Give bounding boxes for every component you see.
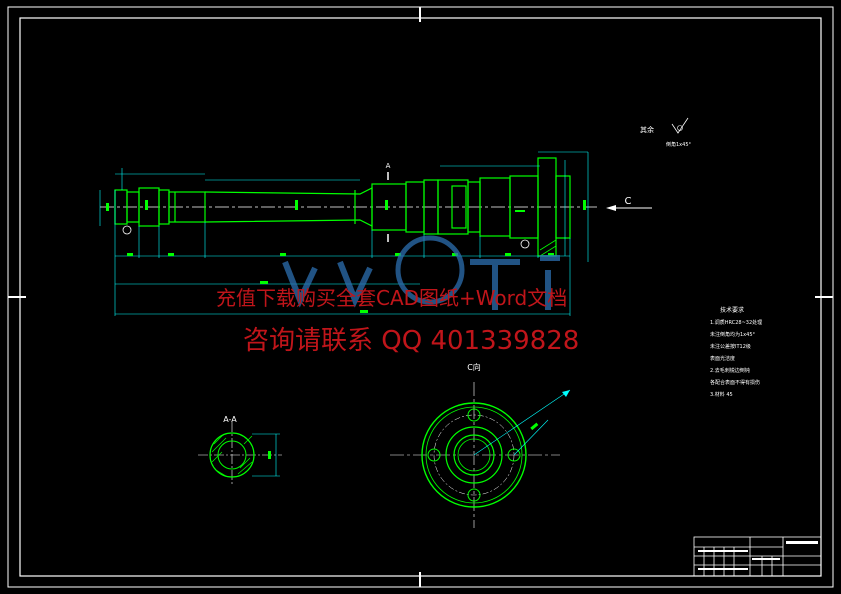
title-block	[693, 536, 822, 577]
svg-text:表面光洁度: 表面光洁度	[710, 355, 735, 362]
section-marker-top: A	[386, 162, 391, 170]
view-c: C向	[390, 362, 571, 528]
logo-watermark	[282, 235, 560, 310]
tech-requirements: 技术要求 1.调质HRC28~32处理 未注倒角均为1x45° 未注公差按IT1…	[710, 306, 762, 398]
svg-text:A-A: A-A	[223, 415, 237, 424]
drawing-frame	[7, 6, 834, 588]
svg-text:技术要求: 技术要求	[720, 306, 744, 314]
svg-text:其余: 其余	[640, 125, 654, 134]
view-c-arrow: C	[606, 196, 652, 211]
svg-text:C向: C向	[467, 362, 481, 372]
svg-text:未注公差按IT12级: 未注公差按IT12级	[710, 343, 751, 350]
watermark-line-2: 咨询请联系 QQ 401339828	[243, 326, 580, 356]
svg-text:2.去毛刺锐边倒钝: 2.去毛刺锐边倒钝	[710, 367, 750, 374]
section-a-a-view: A-A	[198, 415, 282, 486]
svg-text:倒角1x45°: 倒角1x45°	[666, 141, 692, 148]
svg-text:未注倒角均为1x45°: 未注倒角均为1x45°	[710, 331, 756, 338]
watermark-line-1: 充值下载购买全套CAD图纸+Word文档	[216, 286, 568, 310]
roughness-note: 其余 倒角1x45°	[640, 117, 692, 148]
svg-text:1.调质HRC28~32处理: 1.调质HRC28~32处理	[710, 319, 762, 326]
svg-text:C: C	[625, 196, 632, 207]
shaft-main-view: A	[99, 151, 600, 316]
svg-text:3.材料 45: 3.材料 45	[710, 391, 733, 398]
svg-text:各配合表面不得有损伤: 各配合表面不得有损伤	[710, 379, 760, 386]
